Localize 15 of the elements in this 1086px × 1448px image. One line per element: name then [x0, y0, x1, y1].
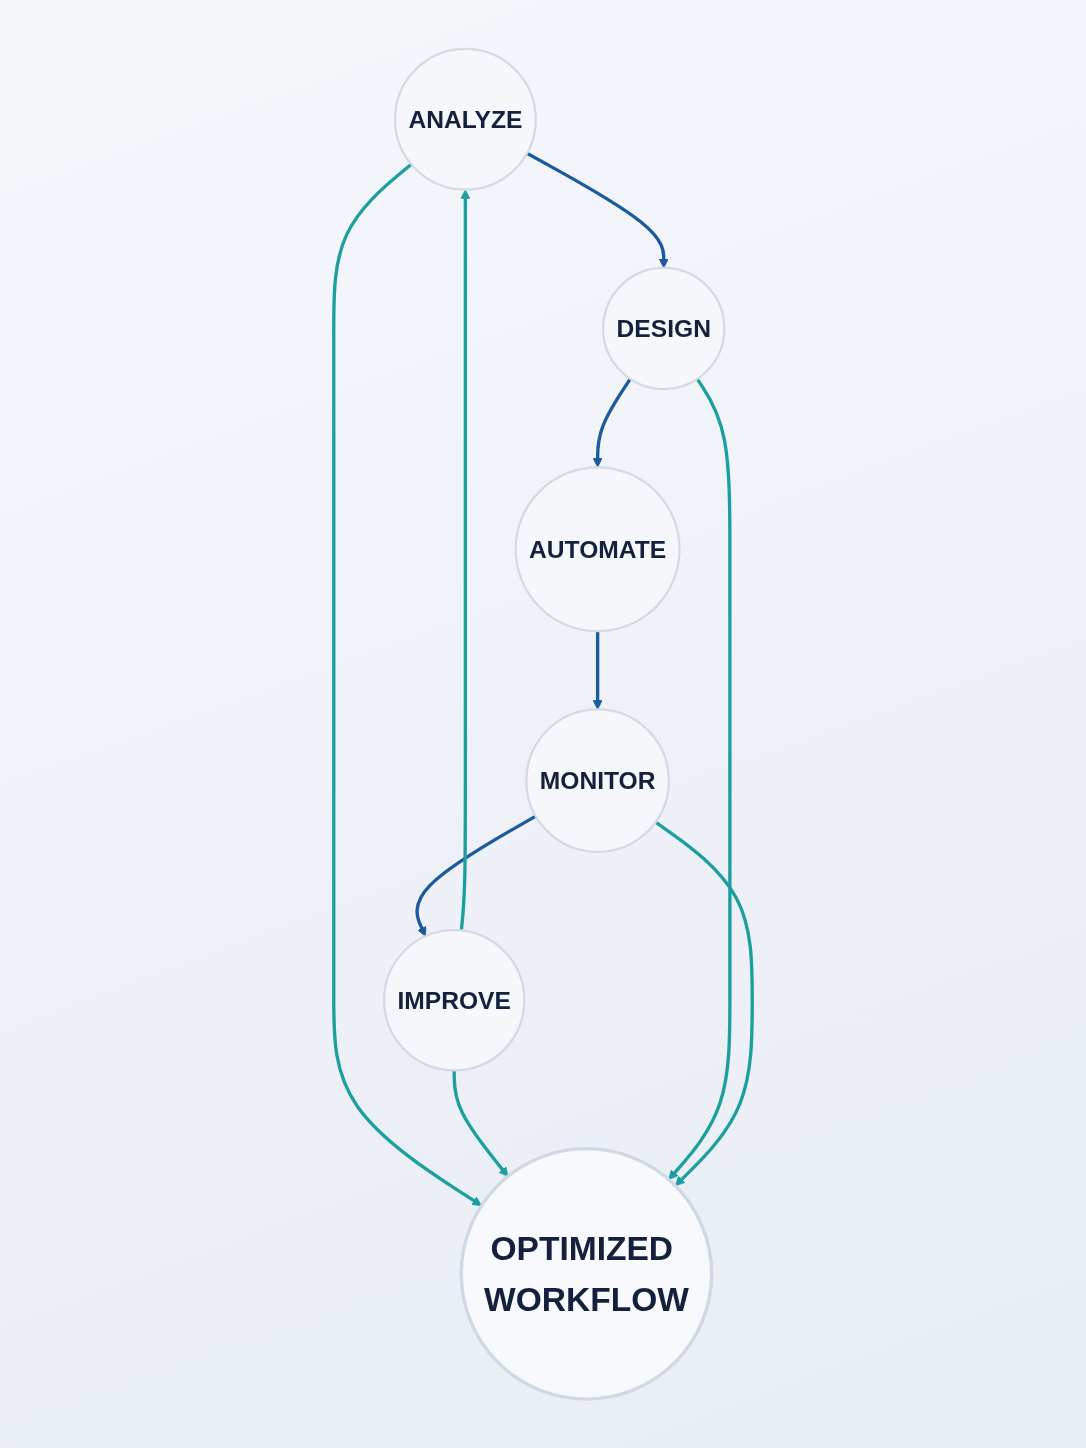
- arrow: [332, 163, 482, 1207]
- node-circle: DESIGN: [602, 266, 726, 391]
- node-circle: MONITOR: [525, 708, 670, 854]
- node-circle: ANALYZE: [393, 47, 537, 191]
- arrow: [452, 1070, 509, 1177]
- node-circle: OPTIMIZED WORKFLOW: [459, 1147, 714, 1401]
- arrow: [592, 378, 632, 468]
- arrow: [654, 820, 754, 1187]
- arrow: [415, 814, 537, 937]
- arrow: [526, 151, 669, 269]
- node-circle: AUTOMATE: [514, 466, 681, 633]
- arrow: [459, 189, 471, 931]
- arrow: [592, 631, 603, 710]
- node-circle: IMPROVE: [382, 929, 526, 1072]
- arrow: [668, 378, 732, 1180]
